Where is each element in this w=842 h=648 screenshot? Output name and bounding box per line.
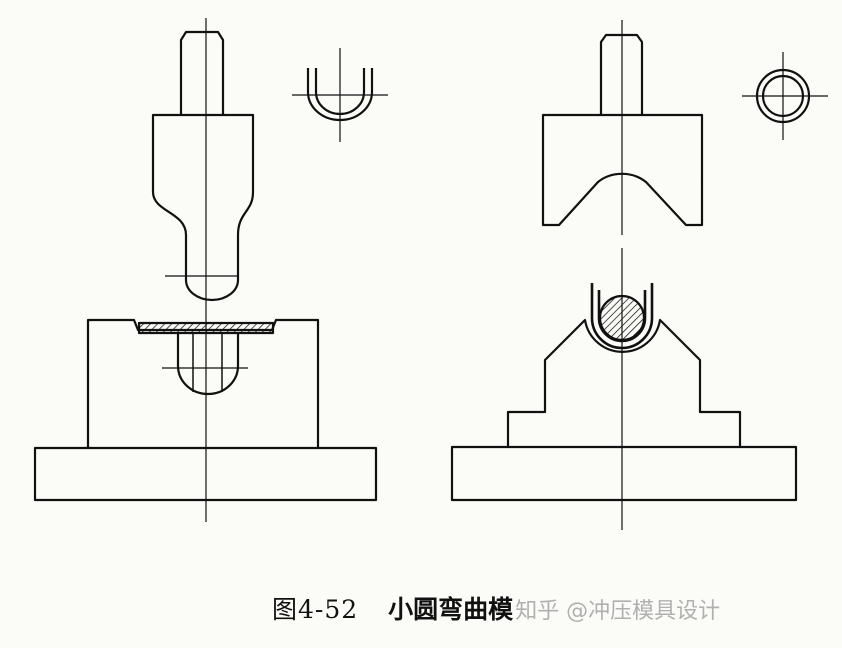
ring-part-icon — [742, 52, 828, 140]
u-part-icon — [292, 48, 388, 142]
figure-caption: 图4-52 小圆弯曲模知乎 @冲压模具设计 — [272, 590, 720, 626]
right-punch — [541, 113, 704, 227]
left-punch-shank — [179, 30, 225, 115]
right-die-assembly — [450, 20, 828, 530]
left-die-block — [86, 318, 320, 448]
left-die-cavity — [176, 333, 240, 396]
left-punch — [151, 113, 255, 302]
watermark: 知乎 @冲压模具设计 — [515, 599, 721, 624]
left-die-assembly — [33, 18, 388, 522]
right-base-plate — [450, 445, 798, 502]
figure-number: 图4-52 — [272, 595, 359, 624]
figure-title: 小圆弯曲模 — [388, 595, 514, 624]
